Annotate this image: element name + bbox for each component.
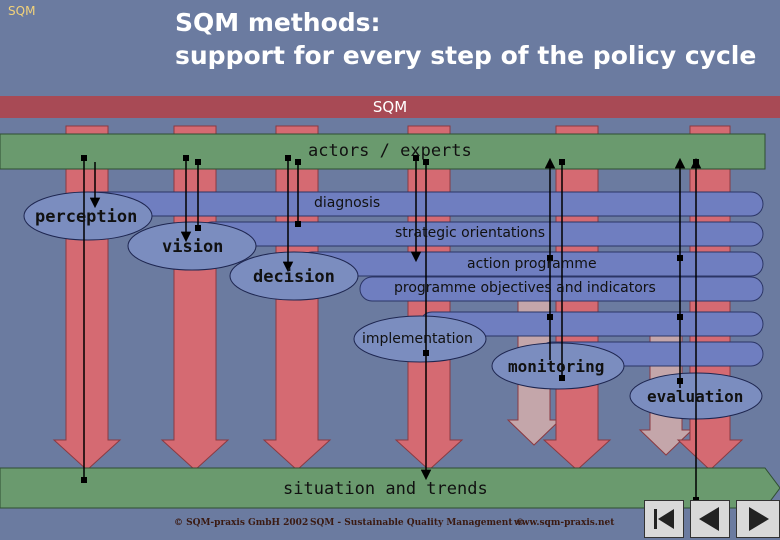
step-evaluation: evaluation xyxy=(647,387,744,406)
previous-slide-button[interactable] xyxy=(690,500,730,538)
marker xyxy=(559,159,565,165)
sqm-band xyxy=(0,96,780,118)
bar-label-strategic: strategic orientations xyxy=(395,225,546,241)
bar-diagnosis xyxy=(79,191,764,217)
page-title: SQM methods: support for every step of t… xyxy=(175,6,756,72)
bar-label-diagnosis: diagnosis xyxy=(314,195,381,211)
title-line-1: SQM methods: xyxy=(175,8,381,37)
bar-label-action: action programme xyxy=(467,256,597,272)
step-vision: vision xyxy=(162,237,224,257)
pillar-perception xyxy=(52,125,122,471)
pillar-vision xyxy=(160,125,230,471)
sqm-band-label: SQM xyxy=(372,98,408,116)
ellipse-implementation xyxy=(353,315,487,363)
step-decision: decision xyxy=(253,267,335,287)
step-perception: perception xyxy=(35,207,138,227)
marker xyxy=(295,159,301,165)
next-slide-button[interactable] xyxy=(736,500,780,538)
marker xyxy=(285,155,291,161)
connectors xyxy=(83,157,702,500)
first-slide-icon xyxy=(654,509,674,529)
marker xyxy=(423,350,429,356)
marker xyxy=(183,155,189,161)
ellipse-monitoring xyxy=(491,342,625,390)
marker xyxy=(547,255,553,261)
previous-slide-icon xyxy=(699,507,719,531)
marker xyxy=(413,155,419,161)
marker xyxy=(195,225,201,231)
footer-url: www.sqm-praxis.net xyxy=(514,518,615,528)
marker xyxy=(81,155,87,161)
corner-logo-text: SQM xyxy=(8,4,36,18)
bottom-arrow-label: situation and trends xyxy=(283,479,488,499)
footer-copyright: © SQM-praxis GmbH 2002 xyxy=(174,518,309,528)
marker xyxy=(295,221,301,227)
ellipse-perception xyxy=(23,191,153,241)
bar-label-objectives: programme objectives and indicators xyxy=(394,280,656,296)
next-slide-icon xyxy=(749,507,769,531)
actors-experts-arrow xyxy=(0,133,766,170)
title-line-2: support for every step of the policy cyc… xyxy=(175,41,757,70)
marker xyxy=(693,159,699,165)
marker xyxy=(547,314,553,320)
footer-strip xyxy=(0,512,628,540)
step-implementation: implementation xyxy=(362,331,473,347)
connector-markers xyxy=(81,155,699,503)
marker xyxy=(81,477,87,483)
ellipse-decision xyxy=(229,251,359,301)
ellipse-vision xyxy=(127,221,257,271)
top-arrow-label: actors / experts xyxy=(308,141,472,161)
first-slide-button[interactable] xyxy=(644,500,684,538)
marker xyxy=(559,375,565,381)
step-monitoring: monitoring xyxy=(508,357,605,376)
marker xyxy=(423,159,429,165)
marker xyxy=(677,378,683,384)
marker xyxy=(677,314,683,320)
marker xyxy=(195,159,201,165)
situation-trends-arrow xyxy=(0,467,780,509)
footer-slogan: SQM - Sustainable Quality Management ® xyxy=(310,518,525,528)
marker xyxy=(677,255,683,261)
